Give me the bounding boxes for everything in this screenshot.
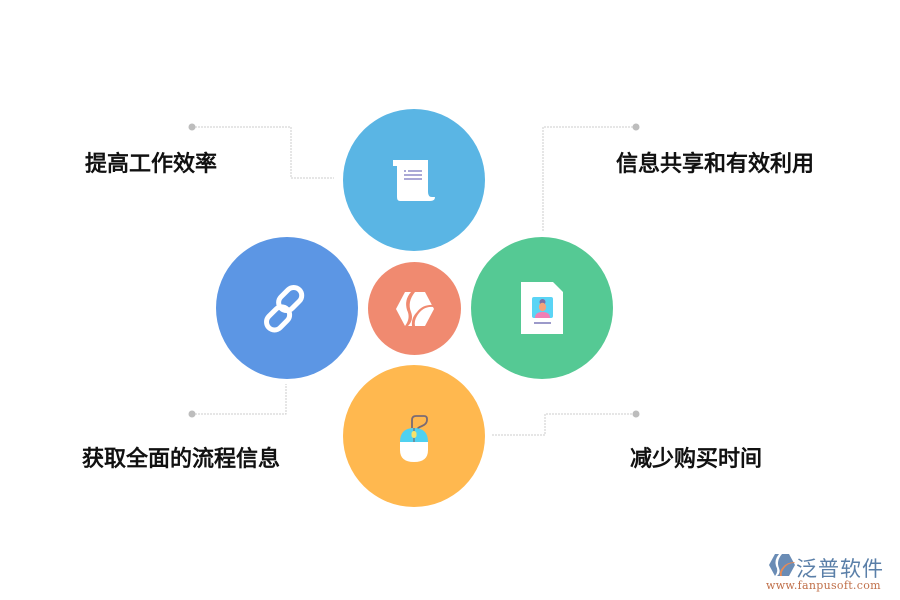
node-left-circle (216, 237, 358, 379)
label-top-right: 信息共享和有效利用 (616, 152, 815, 177)
computer-mouse-icon (400, 415, 428, 462)
label-top-left: 提高工作效率 (85, 152, 218, 177)
node-right-circle (471, 237, 613, 379)
label-bottom-right: 减少购买时间 (630, 447, 763, 472)
profile-card-icon (521, 282, 563, 334)
node-top-circle (343, 109, 485, 251)
hexagon-leaf-logo-icon (395, 291, 434, 326)
label-bottom-left: 获取全面的流程信息 (82, 447, 281, 472)
brand-url: www.fanpusoft.com (766, 579, 881, 592)
connector-dot-bottom-right (632, 410, 640, 418)
brand-name: 泛普软件 (796, 557, 884, 581)
connector-dot-top-right (632, 123, 640, 131)
connector-dot-bottom-left (188, 410, 196, 418)
chain-link-icon (264, 284, 305, 333)
node-bottom-circle (343, 365, 485, 507)
fanpu-logo-icon (769, 554, 795, 576)
scroll-document-icon (393, 160, 435, 201)
center-circle (368, 262, 461, 355)
connector-dot-top-left (188, 123, 196, 131)
brand-logo: 泛普软件 www.fanpusoft.com (766, 553, 896, 593)
